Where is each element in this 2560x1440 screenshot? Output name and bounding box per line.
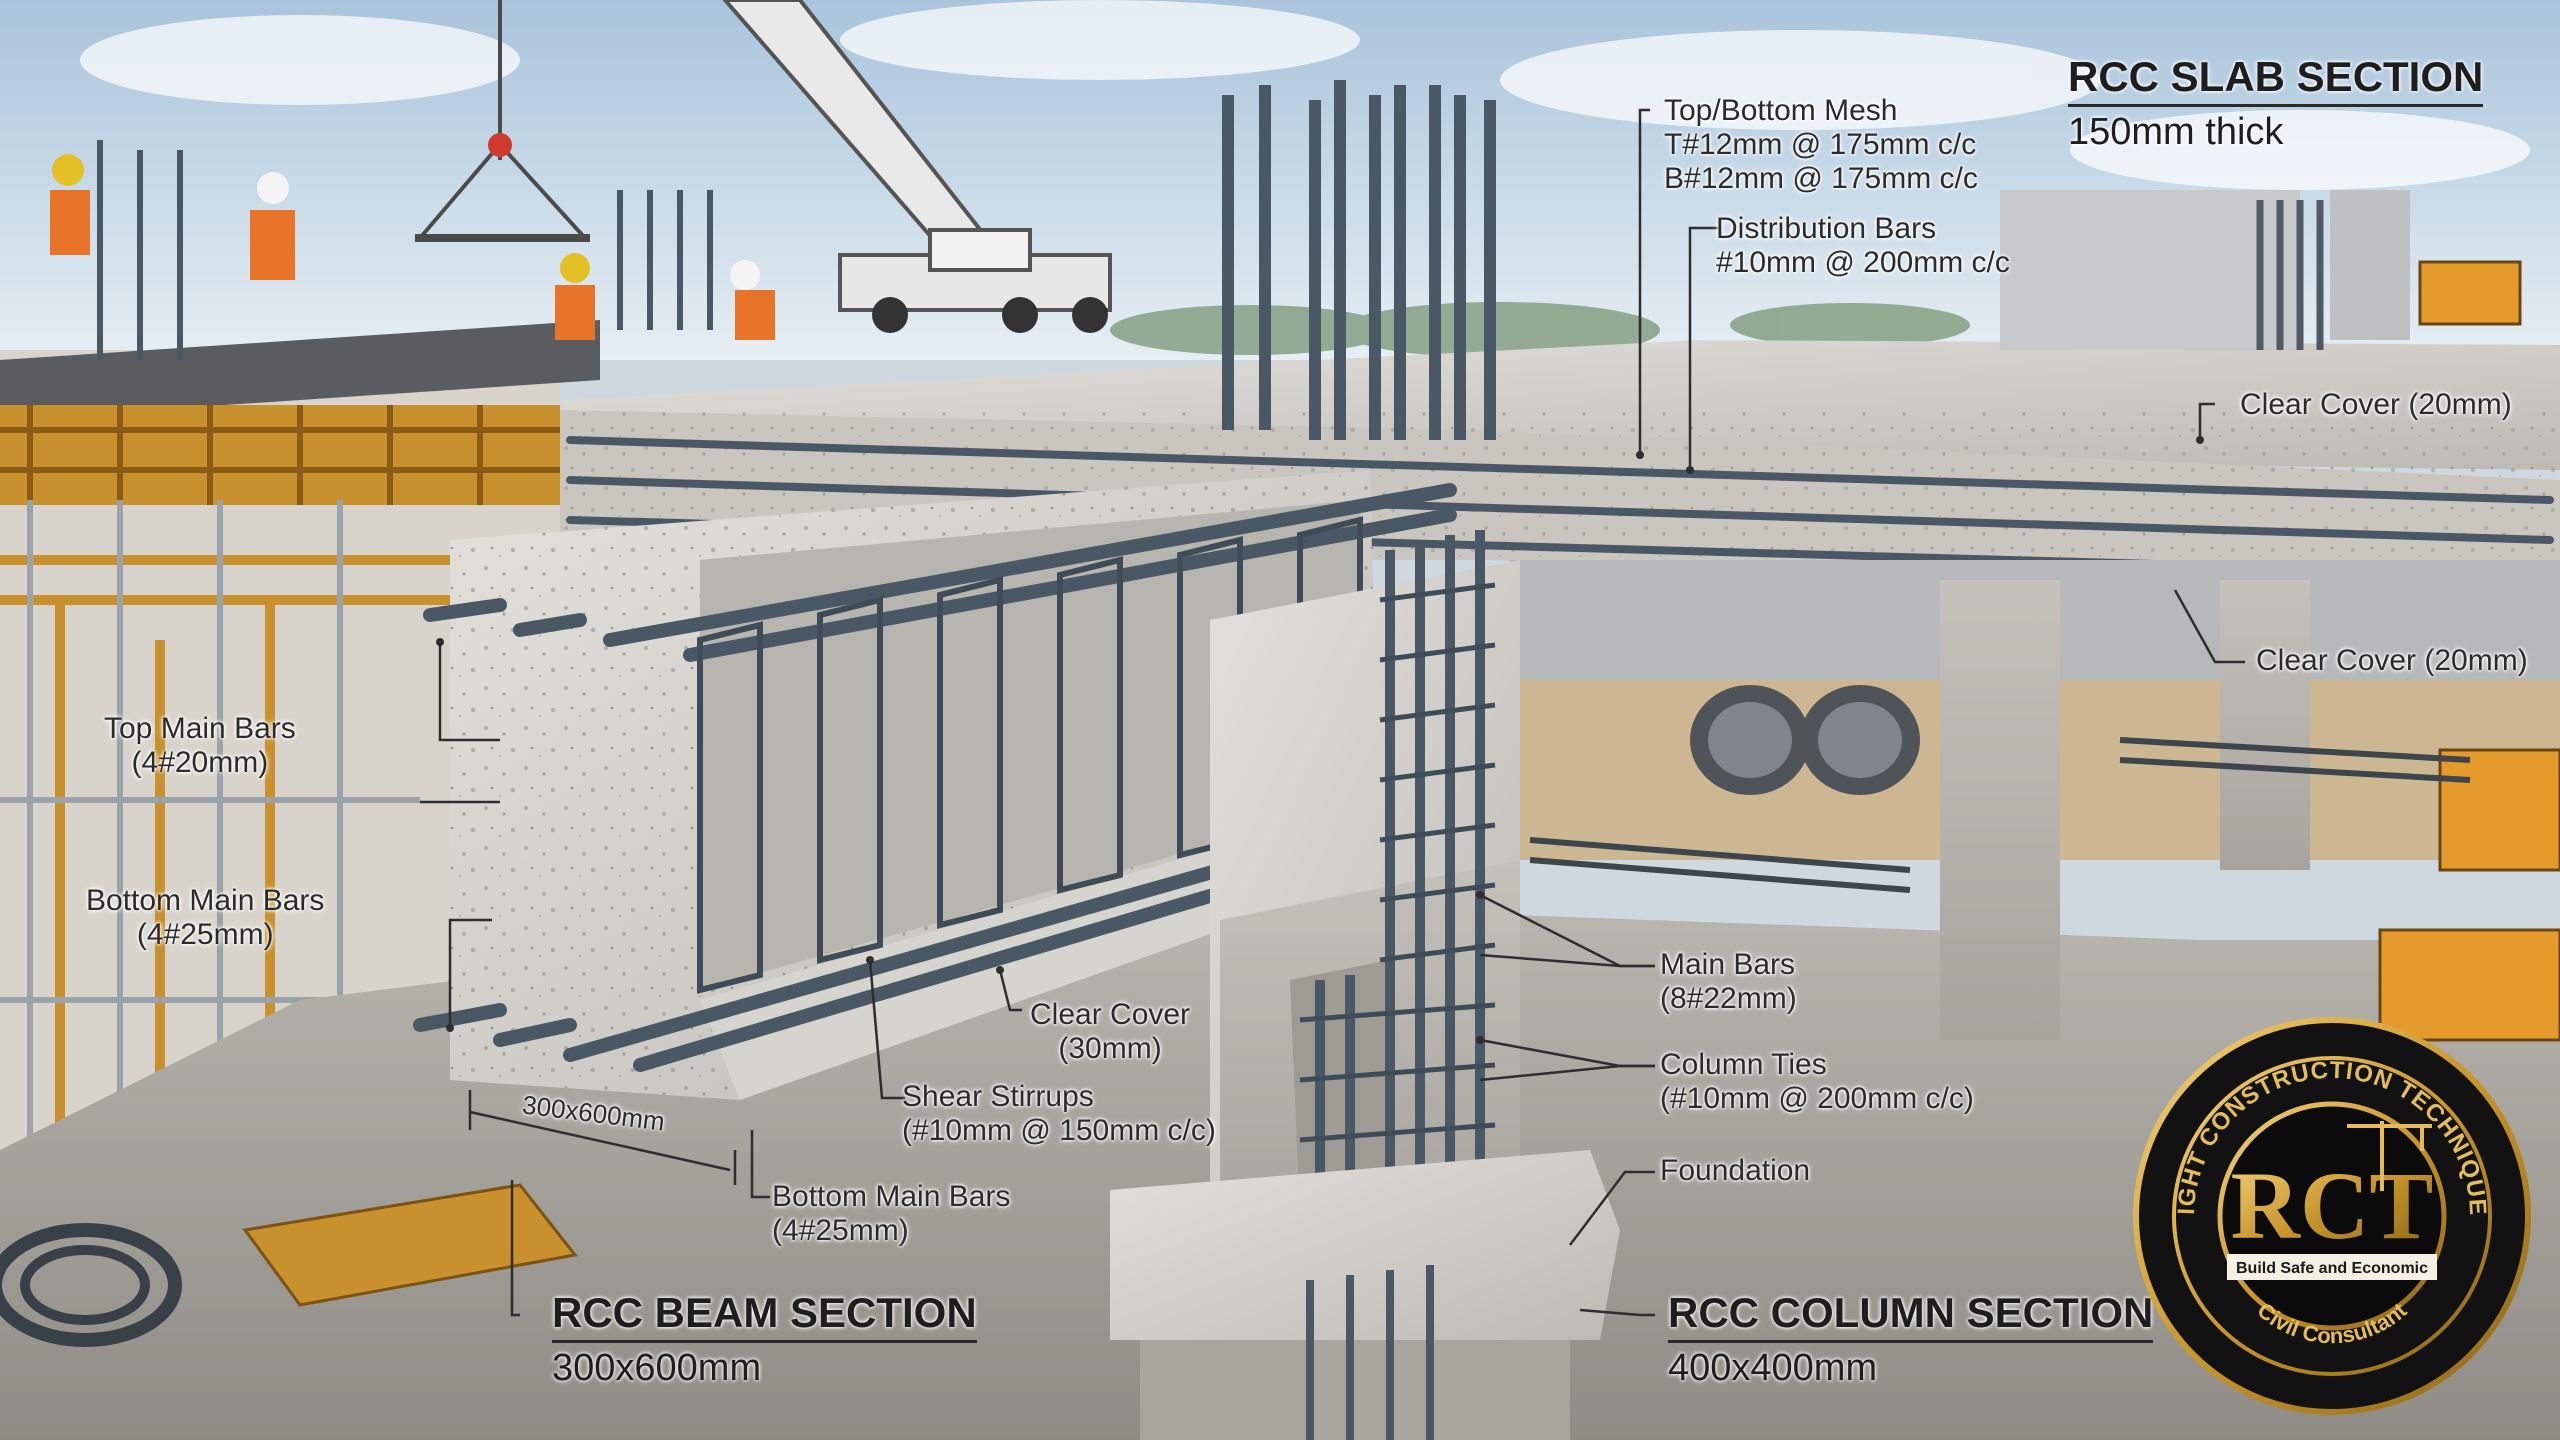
beam-section-title: RCC BEAM SECTION [552,1288,977,1343]
beam-top-main-bars-label: Top Main Bars (4#20mm) [104,712,296,780]
beam-bottom-main-bars-left-label: Bottom Main Bars (4#25mm) [86,884,324,952]
slab-distribution-label: Distribution Bars #10mm @ 200mm c/c [1716,212,2010,280]
column-main-bars-spec: (8#22mm) [1660,982,1797,1015]
beam-bottom-main-bars-title: Bottom Main Bars [772,1180,1011,1213]
slab-section-title-block: RCC SLAB SECTION 150mm thick [2068,52,2484,157]
slab-mesh-bottom-spec: B#12mm @ 175mm c/c [1664,162,1978,195]
column-ties-spec: (#10mm @ 200mm c/c) [1660,1082,1974,1115]
beam-clear-cover-title: Clear Cover [1030,998,1191,1031]
slab-mesh-top-spec: T#12mm @ 175mm c/c [1664,128,1977,161]
beam-bottom-main-bars-left-title: Bottom Main Bars [86,884,325,917]
beam-shear-stirrups-title: Shear Stirrups [902,1080,1094,1113]
logo-crane-icon [2347,1121,2432,1191]
column-main-bars-label: Main Bars (8#22mm) [1660,948,1797,1016]
slab-section-subtitle: 150mm thick [2068,111,2284,153]
beam-bottom-main-bars-label: Bottom Main Bars (4#25mm) [772,1180,1010,1248]
foundation-text: Foundation [1660,1154,1811,1187]
slab-clear-cover-bottom-text: Clear Cover (20mm) [2256,644,2528,677]
beam-section-subtitle: 300x600mm [552,1347,762,1389]
beam-shear-stirrups-spec: (#10mm @ 150mm c/c) [902,1114,1216,1147]
slab-mesh-title: Top/Bottom Mesh [1664,94,1898,127]
slab-clear-cover-top-label: Clear Cover (20mm) [2240,388,2512,422]
slab-clear-cover-top-text: Clear Cover (20mm) [2240,388,2512,421]
beam-top-main-bars-spec: (4#20mm) [131,746,269,779]
foundation-label: Foundation [1660,1154,1810,1188]
column-main-bars-title: Main Bars [1660,948,1796,981]
beam-clear-cover-spec: (30mm) [1058,1032,1162,1065]
logo-tagline: Build Safe and Economic [2236,1260,2428,1277]
beam-bottom-main-bars-left-spec: (4#25mm) [136,918,274,951]
column-section-title: RCC COLUMN SECTION [1668,1288,2154,1343]
beam-bottom-main-bars-spec: (4#25mm) [772,1214,909,1247]
crane [415,0,1112,333]
slab-section-title: RCC SLAB SECTION [2068,52,2484,107]
logo-monogram: RCT [2231,1152,2434,1259]
slab-distribution-title: Distribution Bars [1716,212,1937,245]
column-ties-label: Column Ties (#10mm @ 200mm c/c) [1660,1048,1974,1116]
beam-top-main-bars-title: Top Main Bars [104,712,296,745]
column-ties-title: Column Ties [1660,1048,1827,1081]
slab-distribution-spec: #10mm @ 200mm c/c [1716,246,2010,279]
workers [50,154,775,340]
beam-shear-stirrups-label: Shear Stirrups (#10mm @ 150mm c/c) [902,1080,1216,1148]
slab-clear-cover-bottom-label: Clear Cover (20mm) [2256,644,2528,678]
column-section-title-block: RCC COLUMN SECTION 400x400mm [1668,1288,2154,1393]
beam-clear-cover-label: Clear Cover (30mm) [1030,998,1190,1066]
column-section-subtitle: 400x400mm [1668,1347,1878,1389]
beam-section-title-block: RCC BEAM SECTION 300x600mm [552,1288,977,1393]
slab-mesh-label: Top/Bottom Mesh T#12mm @ 175mm c/c B#12m… [1664,94,1978,196]
rct-logo: RIGHT CONSTRUCTION TECHNIQUES RCT Build … [2132,1016,2531,1415]
